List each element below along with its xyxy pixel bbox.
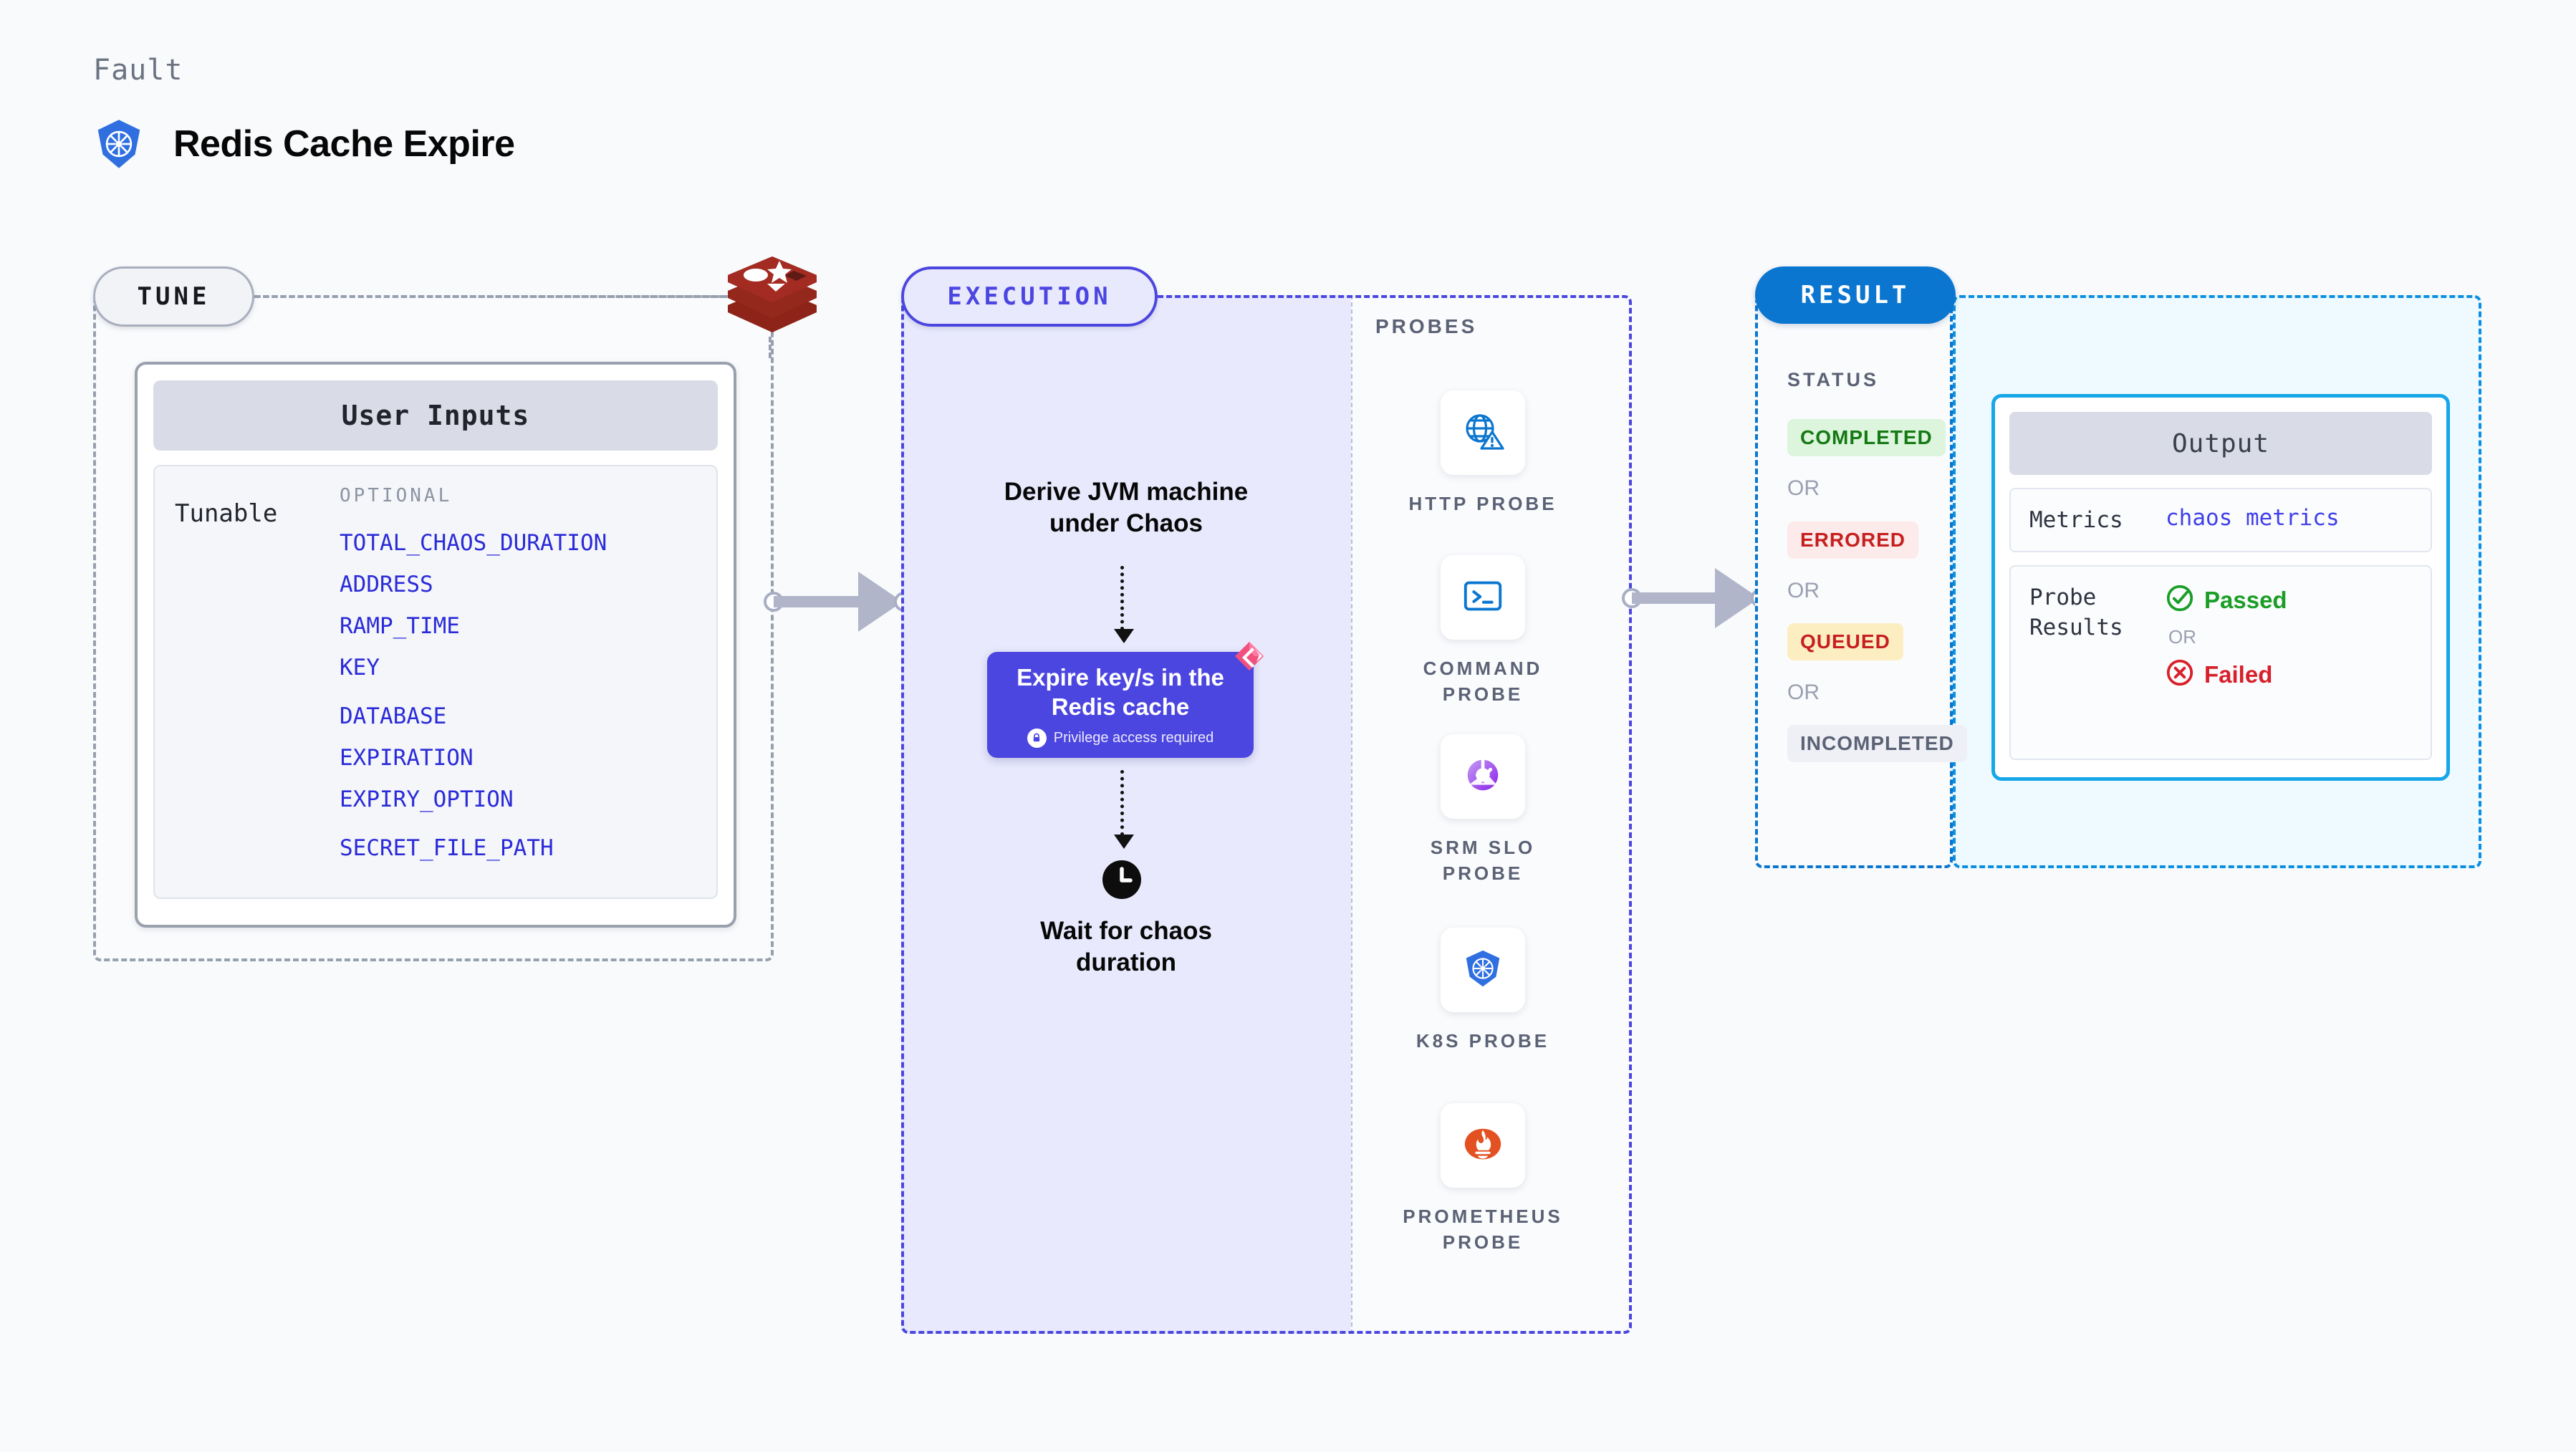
output-metrics-row: Metrics chaos metrics	[2009, 488, 2432, 552]
probe-label: SRM SLO PROBE	[1430, 837, 1536, 884]
clock-icon	[1102, 860, 1142, 900]
status-or-label: OR	[1787, 579, 1820, 602]
output-probe-results-row: Probe Results Passed OR	[2009, 565, 2432, 760]
harness-chaos-icon	[1231, 640, 1268, 678]
redis-connector-dashed-line	[769, 337, 772, 358]
output-metrics-key: Metrics	[2029, 507, 2123, 533]
prometheus-icon	[1461, 1122, 1505, 1170]
probe-result-or-label: OR	[2168, 626, 2196, 648]
status-section-label: STATUS	[1787, 369, 1879, 390]
optional-group-label: OPTIONAL	[340, 485, 453, 506]
status-or-label: OR	[1787, 681, 1820, 704]
page-kicker: Fault	[93, 54, 183, 87]
probe-http[interactable]: HTTP PROBE	[1365, 390, 1601, 516]
probe-label: COMMAND PROBE	[1423, 658, 1543, 705]
output-metrics-value[interactable]: chaos metrics	[2166, 505, 2340, 531]
user-inputs-card: User Inputs Tunable OPTIONAL TOTAL_CHAOS…	[135, 362, 736, 928]
execution-step-derive-line2: under Chaos	[1049, 509, 1203, 537]
execution-step-wait-line2: duration	[1076, 948, 1176, 976]
probe-passed-label: Passed	[2204, 586, 2287, 613]
probe-label: PROMETHEUS PROBE	[1403, 1206, 1563, 1253]
lock-icon	[1027, 728, 1047, 748]
probe-label: K8S PROBE	[1416, 1030, 1550, 1052]
page-title: Redis Cache Expire	[173, 123, 515, 165]
output-card: Output Metrics chaos metrics Probe Resul…	[1991, 394, 2450, 781]
privilege-note-text: Privilege access required	[1053, 729, 1214, 746]
tunable-list: OPTIONAL TOTAL_CHAOS_DURATION ADDRESS RA…	[334, 485, 716, 898]
tunable-item[interactable]: TOTAL_CHAOS_DURATION	[340, 530, 607, 556]
tunable-label: Tunable	[175, 499, 278, 528]
srm-slo-icon	[1461, 753, 1505, 801]
flow-arrow-expire-to-wait	[1114, 770, 1134, 849]
connector-bar	[1632, 592, 1716, 604]
output-probe-results-key: Probe Results	[2029, 585, 2123, 640]
probe-tile	[1441, 1103, 1525, 1188]
execution-step-derive-line1: Derive JVM machine	[1004, 478, 1249, 506]
probe-prometheus[interactable]: PROMETHEUS PROBE	[1365, 1103, 1601, 1255]
connector-bar	[774, 596, 860, 607]
result-stage-label: RESULT	[1755, 266, 1956, 324]
tunable-item[interactable]: RAMP_TIME	[340, 613, 460, 639]
flow-arrow-derive-to-expire	[1114, 566, 1134, 643]
probes-section-label: PROBES	[1375, 315, 1478, 337]
tune-stage-label: TUNE	[93, 266, 254, 327]
result-stage-box	[1755, 295, 1953, 868]
tunable-item[interactable]: DATABASE	[340, 703, 447, 729]
kubernetes-icon	[1461, 946, 1505, 994]
probe-tile	[1441, 555, 1525, 640]
execution-action-line1: Expire key/s in the	[1017, 663, 1224, 691]
probe-tile	[1441, 928, 1525, 1012]
tunable-item[interactable]: EXPIRATION	[340, 745, 474, 771]
x-circle-icon	[2166, 658, 2194, 691]
probe-result-failed: Failed	[2166, 658, 2287, 691]
tunable-item[interactable]: SECRET_FILE_PATH	[340, 835, 554, 861]
execution-action-line2: Redis cache	[1051, 693, 1190, 720]
probe-failed-label: Failed	[2204, 660, 2273, 688]
privilege-note-row: Privilege access required	[1027, 728, 1214, 748]
tunable-item[interactable]: KEY	[340, 655, 380, 681]
probe-result-passed: Passed	[2166, 584, 2287, 616]
probe-tile	[1441, 734, 1525, 819]
execution-stage-label: EXECUTION	[901, 266, 1158, 327]
probe-label: HTTP PROBE	[1408, 493, 1557, 514]
execution-step-wait-line1: Wait for chaos	[1040, 917, 1212, 945]
status-badge-queued: QUEUED	[1787, 623, 1903, 660]
status-badge-completed: COMPLETED	[1787, 419, 1946, 456]
kubernetes-icon	[93, 118, 145, 170]
terminal-icon	[1461, 574, 1505, 622]
redis-icon	[722, 251, 822, 337]
tunable-item[interactable]: EXPIRY_OPTION	[340, 787, 514, 812]
check-circle-icon	[2166, 584, 2194, 616]
probe-command[interactable]: COMMAND PROBE	[1365, 555, 1601, 707]
tune-connector-dashed-line	[254, 295, 727, 298]
globe-warning-icon	[1460, 408, 1506, 458]
probe-result-values: Passed OR Failed	[2166, 582, 2287, 691]
probe-tile	[1441, 390, 1525, 475]
tunable-item[interactable]: ADDRESS	[340, 572, 433, 597]
execution-action-card[interactable]: Expire key/s in the Redis cache Privileg…	[987, 642, 1264, 758]
probe-k8s[interactable]: K8S PROBE	[1365, 928, 1601, 1054]
probe-srm-slo[interactable]: SRM SLO PROBE	[1365, 734, 1601, 886]
output-card-title: Output	[2009, 412, 2432, 475]
user-inputs-title: User Inputs	[153, 380, 718, 451]
status-badge-errored: ERRORED	[1787, 521, 1919, 559]
status-or-label: OR	[1787, 476, 1820, 500]
execution-stage-box	[901, 295, 1632, 1334]
execution-panel-background	[901, 295, 1351, 1334]
page-title-row: Redis Cache Expire	[93, 118, 515, 170]
user-inputs-body: Tunable OPTIONAL TOTAL_CHAOS_DURATION AD…	[153, 465, 718, 899]
status-badge-incompleted: INCOMPLETED	[1787, 725, 1967, 762]
